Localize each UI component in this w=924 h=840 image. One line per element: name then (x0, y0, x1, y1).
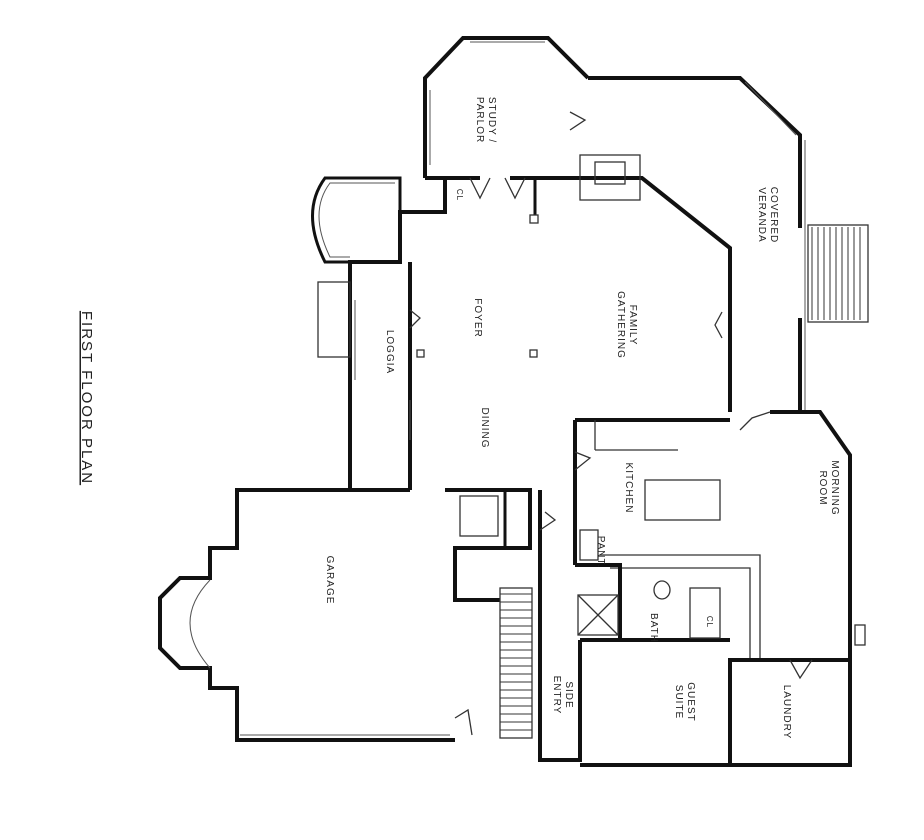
veranda-walls (588, 76, 869, 412)
study-parlor-walls (423, 36, 590, 180)
label-covered-veranda-1: COVERED (768, 187, 779, 243)
label-morning-room-2: ROOM (817, 470, 828, 505)
label-guest-suite-1: GUEST (685, 682, 696, 721)
label-garage: GARAGE (324, 556, 335, 605)
label-dining: DINING (479, 408, 490, 449)
label-bath: BATH (648, 613, 659, 643)
label-closet-2: CL (705, 616, 714, 628)
label-family-gathering-2: GATHERING (615, 291, 626, 359)
label-foyer: FOYER (472, 298, 483, 337)
label-pantry: PANT. (595, 536, 606, 569)
label-guest-suite-2: SUITE (673, 685, 684, 719)
label-closet-1: CL (455, 189, 464, 201)
interior-stair (499, 587, 533, 739)
veranda-steps (811, 227, 861, 320)
kitchen-morning-walls (573, 410, 866, 660)
label-kitchen: KITCHEN (623, 463, 634, 514)
label-family-gathering-1: FAMILY (627, 305, 638, 346)
room-labels: STUDY / PARLOR COVERED VERANDA FAMILY GA… (324, 97, 840, 740)
door-swings (409, 111, 813, 736)
label-side-entry-2: ENTRY (551, 676, 562, 715)
main-living-walls (311, 154, 732, 492)
label-covered-veranda-2: VERANDA (756, 187, 767, 242)
label-morning-room-1: MORNING (829, 460, 840, 515)
label-loggia: LOGGIA (384, 330, 395, 374)
plan-title: FIRST FLOOR PLAN (78, 311, 95, 485)
garage-walls (158, 488, 455, 742)
label-side-entry-1: SIDE (563, 681, 574, 708)
label-study-parlor-1: STUDY / (486, 97, 497, 143)
label-laundry: LAUNDRY (781, 685, 792, 740)
service-walls (445, 488, 852, 767)
label-study-parlor-2: PARLOR (474, 97, 485, 143)
